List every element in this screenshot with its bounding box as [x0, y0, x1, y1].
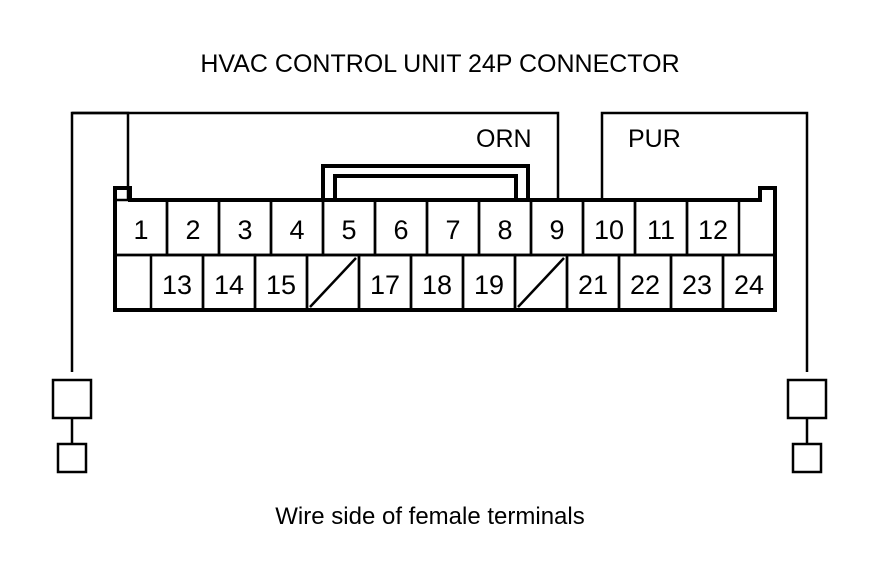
pin-number: 6: [393, 215, 408, 245]
pin-cell-9[interactable]: 9: [529, 198, 585, 257]
pin-number: 18: [422, 270, 452, 300]
pin-number: 22: [630, 270, 660, 300]
pin-cell-22[interactable]: 22: [617, 253, 673, 312]
connector-latch: [321, 164, 530, 200]
pin-number: 15: [266, 270, 296, 300]
terminal-left-body: [51, 378, 93, 420]
pin-cell-13[interactable]: 13: [149, 253, 205, 312]
pin-cell-outline: [721, 253, 777, 312]
wire-left-path: [70, 111, 130, 372]
pin-number: 23: [682, 270, 712, 300]
pin-cell-10[interactable]: 10: [581, 198, 637, 257]
pin-cell-21[interactable]: 21: [565, 253, 621, 312]
pin-number: 2: [185, 215, 200, 245]
wire-label-orn: ORN: [476, 125, 532, 153]
pin-cell-4[interactable]: 4: [269, 198, 325, 257]
wire-label-pur: PUR: [628, 125, 681, 153]
pin-number: 1: [133, 215, 148, 245]
pin-cell-7[interactable]: 7: [425, 198, 481, 257]
terminal-left-tip: [56, 442, 88, 474]
pin-cell-24[interactable]: 24: [721, 253, 777, 312]
pin-cell-2[interactable]: 2: [165, 198, 221, 257]
pin-cell-6[interactable]: 6: [373, 198, 429, 257]
terminal-right-body: [786, 378, 828, 420]
pin-cell-12[interactable]: 12: [685, 198, 741, 257]
terminal-left: [51, 378, 93, 474]
page-title: HVAC CONTROL UNIT 24P CONNECTOR: [200, 50, 679, 78]
pin-cell-14[interactable]: 14: [201, 253, 257, 312]
pin-cell-17[interactable]: 17: [357, 253, 413, 312]
pin-cell-1[interactable]: 1: [113, 198, 169, 257]
pin-cell-11[interactable]: 11: [633, 198, 689, 257]
wire-group: [70, 111, 809, 372]
pin-number: 8: [497, 215, 512, 245]
pin-cell-15[interactable]: 15: [253, 253, 309, 312]
terminal-right-tip: [791, 442, 823, 474]
diagram-caption: Wire side of female terminals: [275, 503, 584, 530]
pin-cell-8[interactable]: 8: [477, 198, 533, 257]
pin-number: 24: [734, 270, 764, 300]
pin-number: 12: [698, 215, 728, 245]
pin-cell-slash-icon: [309, 257, 357, 308]
pin-cell-slash-icon: [517, 257, 565, 308]
pin-cell-23[interactable]: 23: [669, 253, 725, 312]
pin-cell-19[interactable]: 19: [461, 253, 517, 312]
pin-cell-5[interactable]: 5: [321, 198, 377, 257]
pin-number: 17: [370, 270, 400, 300]
pin-cell-blank[interactable]: [305, 253, 361, 312]
pin-number: 21: [578, 270, 608, 300]
pin-number: 14: [214, 270, 244, 300]
wire-pur-path: [600, 111, 809, 372]
pin-number: 10: [594, 215, 624, 245]
pin-cell-18[interactable]: 18: [409, 253, 465, 312]
pin-number: 9: [549, 215, 564, 245]
pin-cell-3[interactable]: 3: [217, 198, 273, 257]
pin-number: 19: [474, 270, 504, 300]
pin-cell-blank[interactable]: [513, 253, 569, 312]
terminal-right: [786, 378, 828, 474]
wire-orn-path: [72, 111, 560, 200]
pin-number: 11: [647, 215, 675, 245]
pin-number: 13: [162, 270, 192, 300]
pin-number: 7: [445, 215, 460, 245]
pin-number: 4: [289, 215, 304, 245]
pin-number: 3: [237, 215, 252, 245]
pin-number: 5: [341, 215, 356, 245]
